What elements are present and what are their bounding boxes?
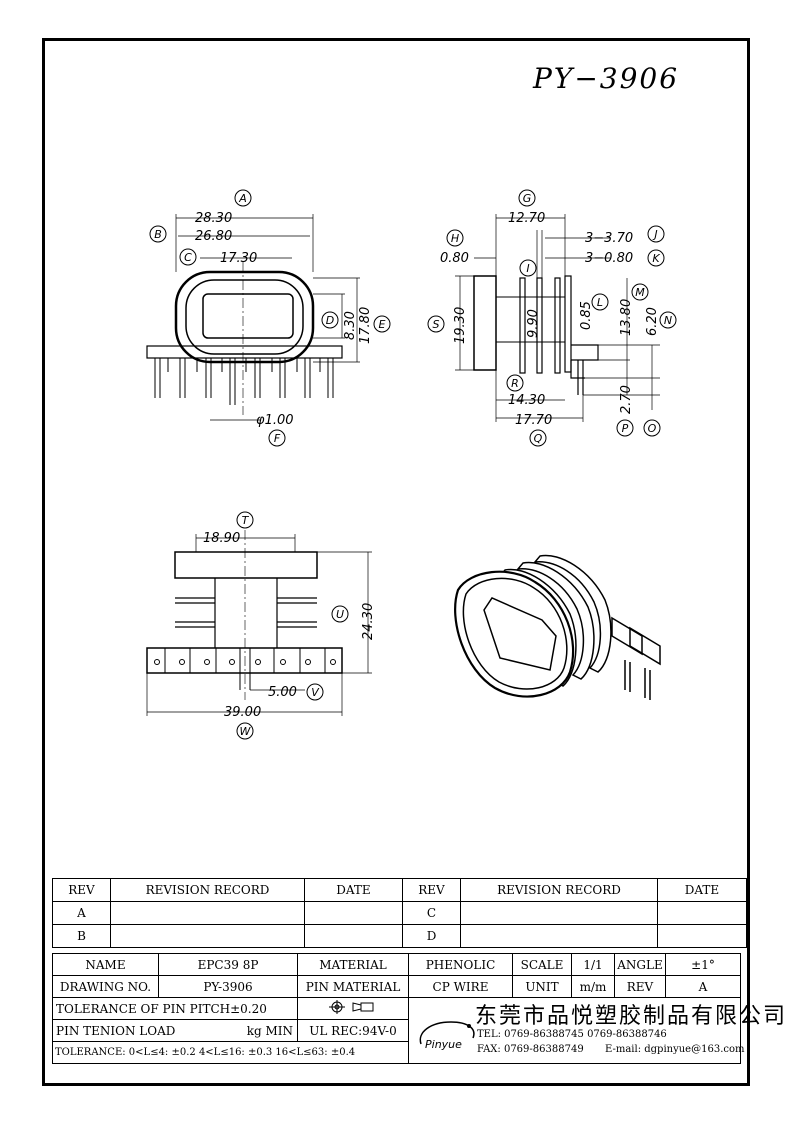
- label-u: U: [336, 608, 344, 621]
- dim-f-value: φ1.00: [256, 413, 294, 428]
- label-v: V: [311, 686, 320, 699]
- rev-b: B: [52, 924, 111, 948]
- header-revision-record-2: REVISION RECORD: [460, 878, 658, 902]
- dim-q-value: 17.70: [515, 413, 552, 428]
- unit-label: UNIT: [512, 975, 572, 998]
- rev-d: D: [402, 924, 461, 948]
- unit-value: m/m: [571, 975, 615, 998]
- dim-g-value: 12.70: [508, 211, 545, 226]
- angle-value: ±1°: [665, 953, 741, 976]
- label-c: C: [184, 251, 192, 264]
- label-s: S: [433, 318, 440, 331]
- label-o: O: [648, 422, 657, 435]
- header-revision-record: REVISION RECORD: [110, 878, 305, 902]
- label-f: F: [274, 432, 281, 445]
- dim-w-value: 39.00: [224, 705, 261, 720]
- dim-i-value: 9.90: [526, 309, 541, 338]
- dim-h-value: 0.80: [440, 251, 469, 266]
- company-name: 东莞市品悦塑胶制品有限公司: [475, 1004, 788, 1029]
- dim-p-value: 2.70: [619, 385, 634, 414]
- top-view: 18.90 39.00 5.00 24.30 T U V W: [146, 511, 376, 740]
- material-value: PHENOLIC: [408, 953, 513, 976]
- company-email: E-mail: dgpinyue@163.com: [605, 1044, 745, 1055]
- label-g: G: [523, 192, 532, 205]
- drawing-no-label: DRAWING NO.: [52, 975, 159, 998]
- dim-u-value: 24.30: [361, 603, 376, 640]
- label-n: N: [664, 314, 672, 327]
- dim-v-value: 5.00: [268, 685, 297, 700]
- company-block: Pinyue 东莞市品悦塑胶制品有限公司 TEL: 0769-86388745 …: [408, 997, 785, 1064]
- pin-tension-load: PIN TENION LOAD kg MIN: [52, 1019, 298, 1042]
- name-value: EPC39 8P: [158, 953, 298, 976]
- front-view: 28.30 26.80 17.30 φ1.00 8.30 17.80 A B C…: [146, 189, 391, 447]
- label-l: L: [597, 296, 603, 309]
- label-t: T: [242, 514, 250, 527]
- isometric-view: [454, 554, 661, 700]
- position-symbol: [297, 997, 409, 1020]
- dim-l-value: 0.85: [579, 301, 594, 330]
- svg-text:Pinyue: Pinyue: [425, 1038, 462, 1051]
- label-k: K: [652, 252, 660, 265]
- dim-s-value: 19.30: [453, 307, 468, 344]
- drawing-frame: [42, 38, 750, 1086]
- header-rev: REV: [52, 878, 111, 902]
- rev-c: C: [402, 901, 461, 925]
- rev-a: A: [52, 901, 111, 925]
- label-w: W: [240, 725, 252, 738]
- label-j: J: [652, 228, 657, 241]
- dim-t-value: 18.90: [203, 531, 240, 546]
- revision-table: REV REVISION RECORD DATE REV REVISION RE…: [52, 878, 747, 948]
- tolerance-pin-pitch: TOLERANCE OF PIN PITCH±0.20: [52, 997, 298, 1020]
- scale-label: SCALE: [512, 953, 572, 976]
- ul-rating: UL REC:94V-0: [297, 1019, 409, 1042]
- label-e: E: [379, 318, 386, 331]
- dim-d-value: 8.30: [343, 311, 358, 340]
- general-tolerance: TOLERANCE: 0<L≤4: ±0.2 4<L≤16: ±0.3 16<L…: [52, 1041, 409, 1064]
- side-view: 12.70 0.80 3−3.70 3−0.80 14.30 17.70 19.…: [427, 189, 677, 447]
- dim-m-value: 13.80: [619, 299, 634, 336]
- pin-material-label: PIN MATERIAL: [297, 975, 409, 998]
- title-block: NAME EPC39 8P MATERIAL PHENOLIC SCALE 1/…: [52, 953, 785, 1064]
- tolerance-symbol-icon: [329, 1000, 374, 1014]
- label-d: D: [326, 314, 334, 327]
- label-h: H: [451, 232, 459, 245]
- label-b: B: [154, 228, 162, 241]
- technical-drawing: 28.30 26.80 17.30 φ1.00 8.30 17.80 A B C…: [146, 189, 677, 740]
- company-tel: TEL: 0769-86388745 0769-86388746: [477, 1029, 667, 1040]
- pin-tension-unit: kg MIN: [246, 1023, 293, 1038]
- dim-a-value: 28.30: [195, 211, 232, 226]
- drawing-no-value: PY-3906: [158, 975, 298, 998]
- rev-label: REV: [614, 975, 666, 998]
- dim-r-value: 14.30: [508, 393, 545, 408]
- part-number-title: PY−3906: [533, 62, 680, 95]
- pin-tension-label: PIN TENION LOAD: [56, 1023, 176, 1038]
- dim-b-value: 26.80: [195, 229, 232, 244]
- label-q: Q: [534, 432, 543, 445]
- angle-label: ANGLE: [614, 953, 666, 976]
- header-date-2: DATE: [657, 878, 747, 902]
- header-date: DATE: [304, 878, 403, 902]
- dim-e-value: 17.80: [358, 307, 373, 344]
- pinyue-logo: Pinyue: [419, 1021, 475, 1051]
- label-p: P: [622, 422, 629, 435]
- material-label: MATERIAL: [297, 953, 409, 976]
- dim-c-value: 17.30: [220, 251, 257, 266]
- label-i: I: [526, 262, 529, 275]
- company-fax: FAX: 0769-86388749: [477, 1044, 584, 1055]
- dim-k-value: 3−0.80: [585, 251, 633, 266]
- label-a: A: [238, 192, 247, 205]
- dim-n-value: 6.20: [645, 307, 660, 336]
- scale-value: 1/1: [571, 953, 615, 976]
- label-m: M: [635, 286, 645, 299]
- rev-value: A: [665, 975, 741, 998]
- pin-material-value: CP WIRE: [408, 975, 513, 998]
- label-r: R: [511, 377, 519, 390]
- name-label: NAME: [52, 953, 159, 976]
- header-rev-2: REV: [402, 878, 461, 902]
- dim-j-value: 3−3.70: [585, 231, 633, 246]
